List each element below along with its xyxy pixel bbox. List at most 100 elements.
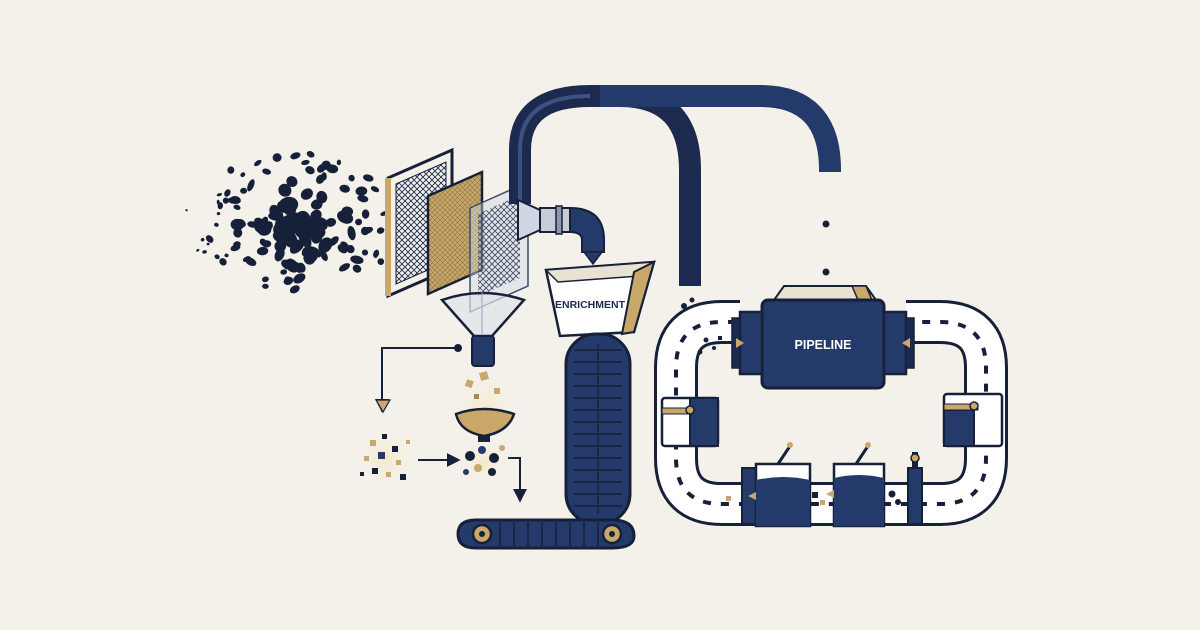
enrichment-hopper: ENRICHMENT (544, 260, 656, 338)
data-particle (339, 263, 350, 272)
flow-arrows-left (375, 347, 527, 503)
raw-data-particles (185, 151, 401, 294)
loop-entry-bits (697, 336, 722, 355)
processing-tank-2 (826, 442, 886, 528)
data-particle (224, 189, 231, 197)
data-particle (205, 235, 214, 243)
nozzle-elbow (517, 198, 605, 266)
data-particle (355, 218, 363, 226)
data-particle (254, 159, 262, 167)
data-particle (318, 237, 333, 253)
data-particle (361, 249, 369, 256)
data-particle (274, 240, 287, 253)
sieve-bowl-icon (448, 371, 520, 444)
data-particle (286, 232, 297, 244)
data-particle (377, 258, 385, 265)
data-particle (268, 211, 284, 221)
data-particle (272, 231, 288, 244)
data-particle (240, 172, 246, 178)
data-particle (240, 187, 248, 194)
funnel-icon (439, 290, 527, 367)
data-particle (224, 253, 229, 258)
data-particle (370, 186, 380, 193)
data-particle (230, 218, 244, 231)
data-particle (352, 264, 362, 273)
valve-icon (660, 396, 720, 448)
valve-icon (942, 392, 1004, 448)
sorted-data-bits (355, 428, 415, 488)
data-particle (214, 222, 219, 227)
filter-screen-glass (469, 180, 529, 314)
data-particle (310, 209, 322, 221)
pipeline-machine: PIPELINE (731, 285, 915, 390)
data-particle (300, 188, 313, 200)
flow-bits (726, 490, 901, 505)
conveyor-belt (456, 332, 636, 550)
data-particle (284, 276, 291, 283)
data-particle (320, 250, 328, 262)
processing-tank-1 (741, 442, 812, 528)
data-particle (321, 160, 331, 170)
data-particle (376, 227, 385, 234)
data-particle (347, 225, 356, 241)
data-particle (286, 176, 298, 188)
data-particle (350, 255, 364, 264)
data-particle (346, 244, 355, 254)
arch-pipe (509, 85, 841, 286)
data-particle (219, 258, 227, 266)
data-particle (337, 210, 354, 224)
data-particle (314, 227, 326, 238)
data-particle (245, 257, 257, 267)
arrow-icon (375, 347, 458, 413)
enrichment-label: ENRICHMENT (555, 299, 626, 311)
data-particle (259, 238, 268, 247)
data-particle (216, 211, 221, 216)
data-particle (306, 151, 315, 158)
data-particle (278, 183, 292, 197)
data-particle (263, 221, 273, 231)
data-particle (222, 197, 229, 204)
data-particle (310, 199, 323, 210)
data-particle (293, 273, 306, 284)
data-particle (283, 204, 296, 216)
data-particle (230, 244, 241, 252)
data-particle (308, 250, 319, 260)
data-particle (290, 152, 301, 160)
filter-screens (385, 147, 529, 314)
data-particle (289, 285, 300, 294)
pipeline-loop (654, 300, 1008, 526)
data-particle (336, 159, 342, 166)
data-particle (206, 242, 210, 246)
data-particle (315, 174, 325, 184)
data-particle (305, 216, 329, 229)
data-particle (233, 204, 241, 210)
data-particle (233, 228, 243, 238)
data-particle (305, 166, 315, 175)
data-particle (256, 246, 269, 256)
data-particle (361, 226, 374, 235)
data-particle (185, 209, 188, 212)
pipeline-label: PIPELINE (795, 338, 852, 352)
data-particle (325, 217, 337, 227)
data-particle (357, 194, 369, 203)
data-particle (373, 249, 380, 258)
data-particle (262, 168, 271, 175)
data-particle (261, 276, 269, 283)
data-particle (227, 166, 235, 174)
data-particle (355, 186, 368, 196)
arrow-icon (508, 457, 527, 503)
data-particle (216, 199, 220, 205)
data-particle (301, 159, 310, 166)
data-particle (230, 195, 241, 204)
data-particle (272, 153, 282, 162)
data-particle (247, 179, 255, 192)
data-particle (280, 214, 303, 233)
data-particle (280, 269, 288, 275)
data-particle (297, 262, 306, 273)
data-particle (200, 237, 205, 242)
data-particle (289, 239, 305, 254)
data-particle (196, 248, 200, 252)
data-particle (361, 209, 370, 219)
